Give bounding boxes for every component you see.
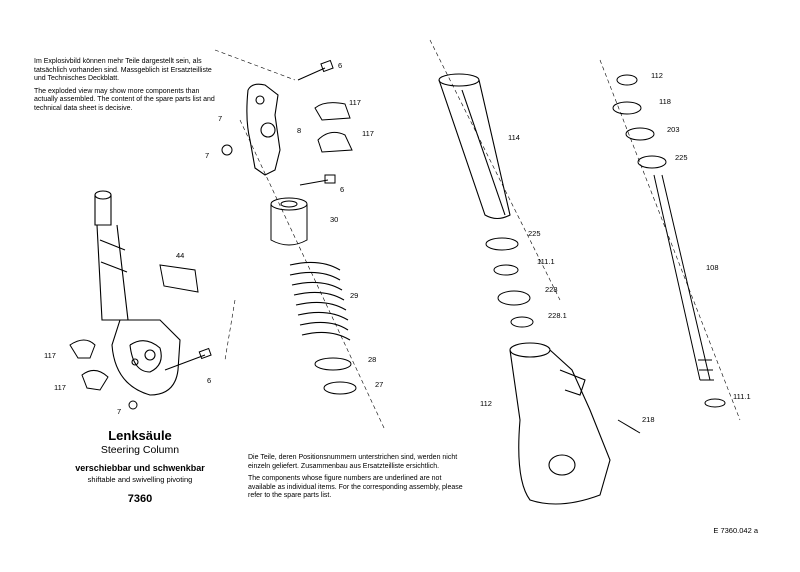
callout-225-right: 225 — [675, 153, 688, 162]
callout-7-mid: 7 — [205, 151, 210, 160]
callout-112-housing: 112 — [480, 399, 492, 408]
spring-29 — [289, 261, 351, 341]
callout-7-upper: 7 — [218, 114, 223, 123]
callout-8: 8 — [297, 126, 302, 135]
callout-6-left: 6 — [207, 376, 212, 385]
callout-6-top: 6 — [338, 61, 343, 70]
subtitle-german: verschiebbar und schwenkbar — [75, 463, 205, 473]
subtitle-english: shiftable and swivelling pivoting — [87, 475, 193, 484]
callout-117-mid: 117 — [362, 129, 374, 138]
note-bottom-en: The components whose figure numbers are … — [248, 475, 463, 499]
callout-30: 30 — [330, 215, 339, 224]
title-german: Lenksäule — [108, 428, 172, 443]
callout-228: 228 — [545, 285, 558, 294]
callout-117-left-a: 117 — [44, 351, 56, 360]
note-top-de: Im Explosivbild können mehr Teile darges… — [34, 58, 212, 82]
callout-108: 108 — [706, 263, 719, 272]
note-bottom-de: Die Teile, deren Positionsnummern unters… — [248, 454, 458, 470]
callout-118: 118 — [659, 97, 671, 106]
callout-111-1-right: 111.1 — [733, 392, 751, 401]
callout-28: 28 — [368, 355, 377, 364]
callout-112-top: 112 — [651, 71, 663, 80]
callout-27: 27 — [375, 380, 384, 389]
callout-114: 114 — [508, 133, 520, 142]
drawing-reference: E 7360.042 a — [713, 526, 758, 535]
callout-111-1-mid: 111.1 — [537, 257, 555, 266]
title-block: Lenksäule Steering Column verschiebbar u… — [40, 428, 240, 505]
title-english: Steering Column — [100, 444, 180, 456]
note-top-en: The exploded view may show more componen… — [34, 87, 215, 112]
callout-7-left: 7 — [117, 407, 122, 416]
column-left — [94, 190, 181, 396]
callout-225-mid: 225 — [528, 229, 541, 238]
plate-44 — [159, 264, 199, 293]
note-bottom: Die Teile, deren Positionsnummern unters… — [248, 454, 463, 501]
universal-joint-top — [246, 83, 281, 176]
callout-6-mid: 6 — [340, 185, 345, 194]
tube-114 — [438, 73, 511, 220]
callout-228-1: 228.1 — [548, 311, 567, 320]
note-top: Im Explosivbild können mehr Teile darges… — [34, 58, 224, 113]
callout-203: 203 — [667, 125, 680, 134]
callout-44: 44 — [176, 251, 185, 260]
callout-29: 29 — [350, 291, 359, 300]
callout-218: 218 — [642, 415, 655, 424]
housing-112 — [509, 342, 611, 505]
callout-117-top: 117 — [349, 98, 361, 107]
group-number: 7360 — [127, 493, 153, 505]
callout-117-left-b: 117 — [54, 383, 66, 392]
